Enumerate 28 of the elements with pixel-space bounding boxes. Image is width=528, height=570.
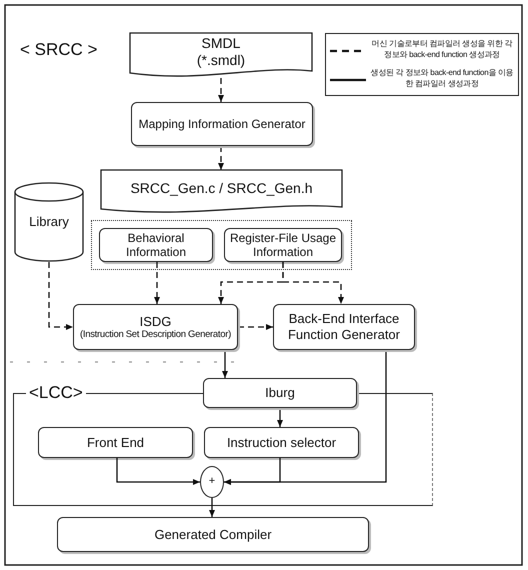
process-box: Front End [38, 427, 193, 458]
process-box: Register-File Usage Information [224, 228, 342, 262]
arrow [277, 408, 283, 427]
process-box: Behavioral Information [99, 228, 213, 262]
process-box: Instruction selector [204, 427, 359, 458]
arrow [218, 78, 224, 102]
database-cylinder: Library [14, 182, 84, 262]
arrow [222, 350, 228, 378]
process-box: Back-End Interface Function Generator [273, 304, 415, 350]
process-box: Iburg [203, 378, 357, 408]
arrow [218, 146, 224, 170]
process-box: Generated Compiler [57, 517, 369, 552]
document-box: SMDL (*.smdl) [130, 33, 312, 77]
sum-circle: + [200, 466, 224, 498]
arrow [116, 458, 200, 485]
process-box: ISDG (Instruction Set Description Generator) [73, 304, 238, 350]
arrow [209, 498, 215, 517]
arrow [48, 262, 73, 330]
dotted-group-box [91, 220, 352, 270]
arrow [154, 262, 160, 304]
legend-text: 머신 기술로부터 컴파일러 생성을 위한 각 정보와 back-end function 생성과정 [370, 38, 514, 60]
legend-text: 생성된 각 정보와 back-end function을 이용한 컴파일러 생성과정 [370, 67, 514, 89]
arrow [282, 262, 344, 304]
arrow [238, 324, 273, 330]
document-box: SRCC_Gen.c / SRCC_Gen.h [101, 170, 342, 213]
arrow [224, 350, 387, 485]
process-box: Mapping Information Generator [131, 102, 313, 146]
title-label: < SRCC > [20, 40, 98, 60]
